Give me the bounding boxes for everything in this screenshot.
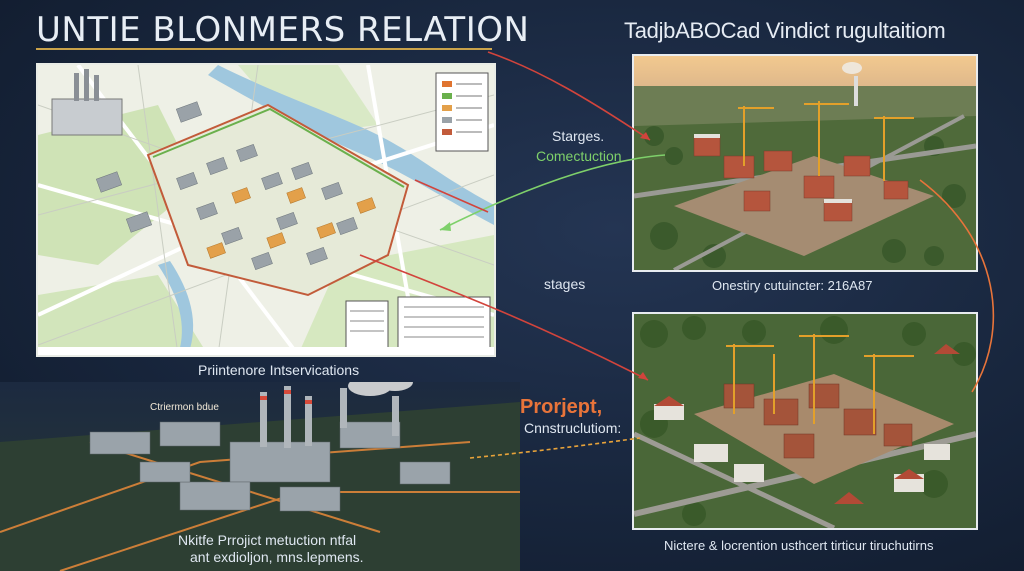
site-plan-map: [36, 63, 496, 357]
photo-bottom-caption: Nictere & locrention usthcert tirticur t…: [664, 538, 934, 553]
page-subtitle: TadjbABOCad Vindict rugultaitiom: [624, 18, 946, 43]
aerial-photo-top-drawing: [634, 56, 976, 270]
aerial-construction-photo-top: [632, 54, 978, 272]
site-plan-drawing: [38, 65, 494, 355]
page-title: UNTIE BLONMERS RELATION: [36, 10, 530, 50]
stages-label-middle: stages: [544, 276, 586, 292]
construction-label-top: Comectuction: [536, 148, 622, 164]
bottom-left-caption-line2: ant exdioljon, mns.lepmens.: [190, 549, 364, 565]
stages-label-top: Starges.: [552, 128, 605, 144]
map-caption: Priintenore Intservications: [198, 362, 360, 378]
aerial-construction-photo-bottom: [632, 312, 978, 530]
project-label: Prorjept,: [520, 396, 603, 418]
aerial-photo-bottom-drawing: [634, 314, 976, 528]
plant-callout-label: Ctriermon bdue: [150, 402, 219, 413]
bottom-left-caption-line1: Nkitfe Prrojict metuction ntfal: [178, 532, 357, 548]
photo-top-caption: Onestiry cutuincter: 216A87: [712, 278, 873, 293]
title-underline: [36, 48, 492, 50]
plant-icon: [51, 69, 123, 136]
map-legend: [435, 72, 489, 152]
project-construction-label: Cnnstruclutiom:: [524, 420, 622, 436]
power-plant-scene: [0, 382, 520, 571]
power-plant-drawing: [0, 382, 520, 571]
